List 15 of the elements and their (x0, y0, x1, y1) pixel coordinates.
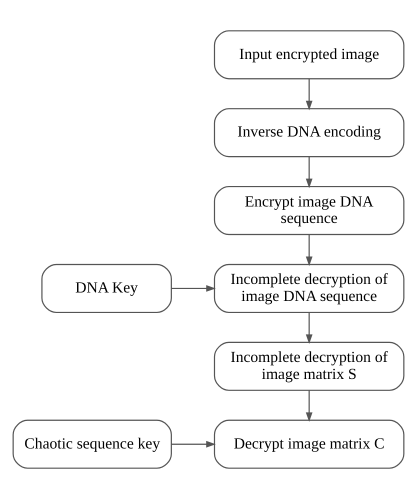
arrow (306, 312, 313, 344)
node-box: Chaotic sequence key (12, 420, 172, 469)
node-box: DNA Key (41, 264, 172, 314)
arrow (306, 390, 313, 422)
arrow (306, 79, 313, 110)
arrow (172, 285, 216, 292)
node-box: Encrypt image DNA sequence (214, 186, 404, 236)
node-box: Incomplete decryption of image DNA sequence (214, 264, 404, 314)
arrow (171, 440, 216, 448)
node-box: Incomplete decryption of image matrix S (214, 342, 404, 391)
node-box: Decrypt image matrix C (214, 420, 404, 469)
arrow (306, 156, 313, 188)
node-box: Input encrypted image (214, 30, 404, 80)
node-box: Inverse DNA encoding (214, 108, 404, 158)
arrow (306, 234, 313, 266)
